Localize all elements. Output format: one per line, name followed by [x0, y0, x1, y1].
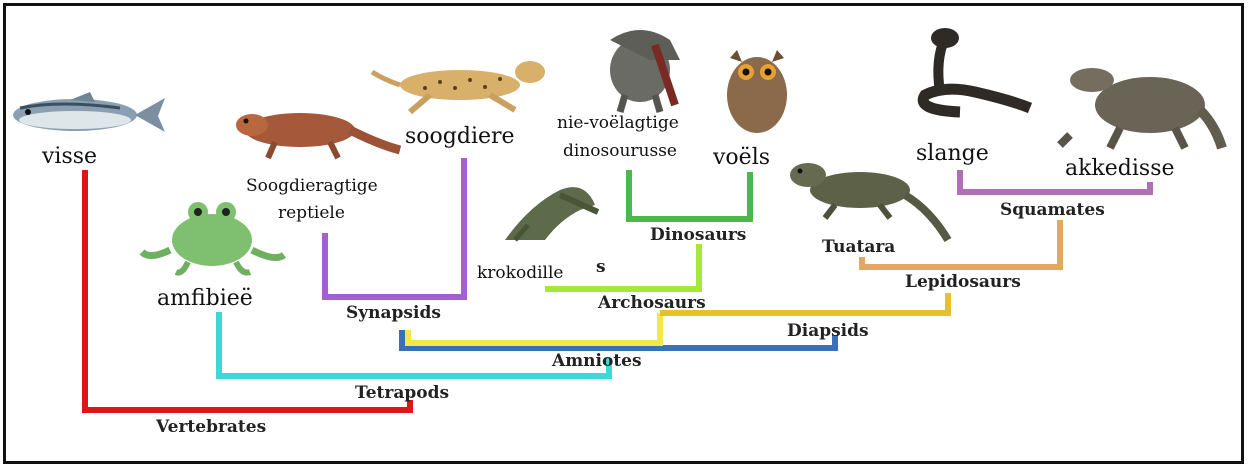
monitor-lizard-image [1060, 68, 1222, 148]
clade-label-amniotes: Amniotes [551, 351, 642, 371]
taxon-label-tuatara: Tuatara [822, 237, 895, 257]
clade-label-archosaurs: Archosaurs [597, 293, 706, 313]
taxon-label-crocodiles: krokodille [477, 263, 563, 283]
taxon-label-amphibians: amfibieë [157, 286, 253, 311]
taxon-label-mammal-like-line2: reptiele [278, 203, 345, 223]
synapsid-reptile-image [236, 113, 400, 158]
cheetah-image [372, 61, 545, 112]
diapsids-inner-branch [408, 313, 660, 343]
taxon-label-non-avian-line2: dinosourusse [563, 141, 677, 161]
taxon-label-mammals: soogdiere [405, 124, 515, 149]
owl-image [727, 50, 787, 133]
clade-label-diapsids: Diapsids [787, 321, 869, 341]
taxon-label-non-avian-line1: nie-voëlagtige [557, 113, 679, 133]
taxon-label-snakes: slange [916, 141, 989, 166]
clade-label-squamates: Squamates [1000, 200, 1105, 220]
frog-image [142, 202, 284, 273]
taxon-label-birds: voëls [712, 145, 770, 170]
taxon-label-lizards: akkedisse [1065, 156, 1175, 181]
crocodile-image [505, 187, 598, 240]
taxon-label-mammal-like-line1: Soogdieragtige [246, 176, 378, 196]
tuatara-image [790, 163, 948, 240]
cobra-image [923, 28, 1030, 112]
clade-label-dinosaurs: Dinosaurs [650, 225, 746, 245]
clade-label-tetrapods: Tetrapods [355, 383, 449, 403]
clade-label-lepidosaurs: Lepidosaurs [905, 272, 1021, 292]
taxon-label-fish: visse [41, 144, 97, 169]
dinosaurs-branch [629, 170, 750, 219]
clade-label-synapsids: Synapsids [346, 303, 441, 323]
stray-letter: s [596, 257, 606, 277]
t-rex-image [610, 30, 680, 112]
fish-image [13, 92, 165, 132]
clade-label-vertebrates: Vertebrates [155, 417, 266, 437]
